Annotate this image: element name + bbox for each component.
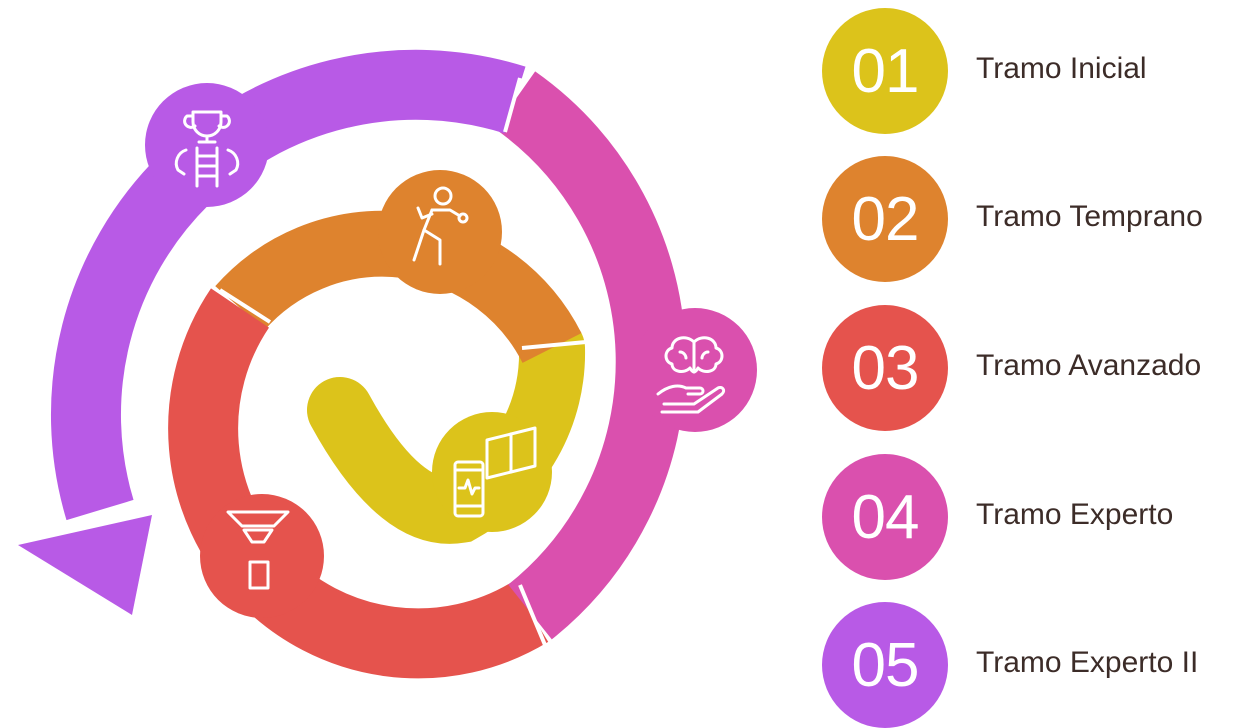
stage-number: 02: [851, 184, 920, 254]
stage-badge-05: 05: [822, 602, 948, 728]
stage-badge-01: 01: [822, 8, 948, 134]
legend-item-04: 04 Tramo Experto: [822, 454, 1249, 580]
legend-item-05: 05 Tramo Experto II: [822, 602, 1249, 728]
legend-item-02: 02 Tramo Temprano: [822, 156, 1249, 282]
stage-badge-02: 02: [822, 156, 948, 282]
funnel-icon: [200, 494, 324, 618]
stage-number: 04: [851, 482, 920, 552]
stage-badge-04: 04: [822, 454, 948, 580]
spiral-diagram: [18, 49, 757, 679]
stage-label: Tramo Experto II: [976, 646, 1199, 679]
legend-item-01: 01 Tramo Inicial: [822, 8, 1249, 134]
legend-item-03: 03 Tramo Avanzado: [822, 305, 1249, 431]
stage-label: Tramo Inicial: [976, 52, 1147, 85]
stage-number: 05: [851, 630, 920, 700]
stage-badge-03: 03: [822, 305, 948, 431]
stage-label: Tramo Experto: [976, 498, 1174, 531]
trophy-ladder-icon: [145, 83, 269, 207]
stage-number: 03: [851, 333, 920, 403]
boxing-person-icon: [378, 170, 502, 294]
brain-hand-icon: [633, 308, 757, 432]
stage-label: Tramo Avanzado: [976, 349, 1202, 382]
stage-label: Tramo Temprano: [976, 200, 1203, 233]
stage-number: 01: [851, 36, 920, 106]
arrow-head: [18, 515, 152, 615]
phone-book-icon: [432, 412, 552, 532]
